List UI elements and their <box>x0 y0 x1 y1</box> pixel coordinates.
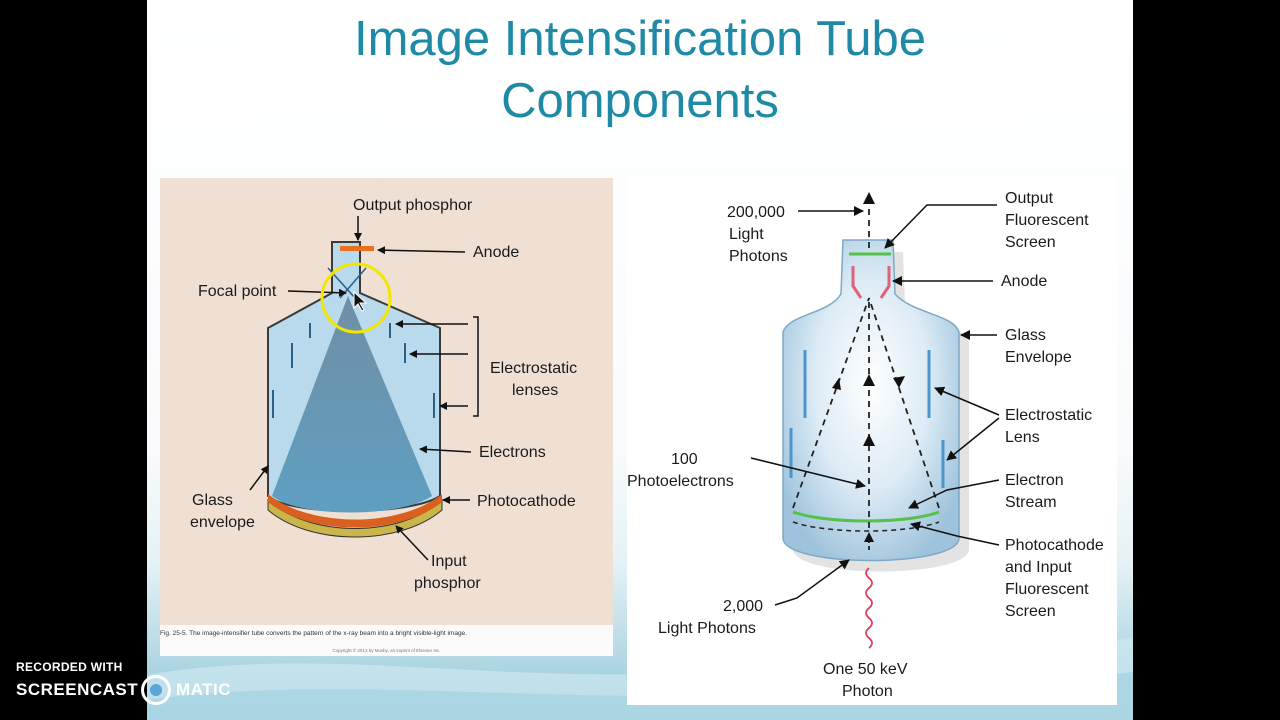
electron-beam-cone <box>272 296 432 513</box>
label-electrostatic-lens-2: Lens <box>1005 429 1040 446</box>
anode-shape <box>851 266 863 299</box>
label-electrostatic-lenses-2: lenses <box>512 382 558 399</box>
label-output-photons-2: Photons <box>729 248 788 265</box>
label-anode: Anode <box>473 244 519 261</box>
incident-photon <box>865 567 873 649</box>
watermark-recorded-with: RECORDED WITH <box>16 660 123 674</box>
glass-envelope-shape <box>782 239 960 562</box>
figure-caption: Fig. 25-5. The image-intensifier tube co… <box>160 630 467 637</box>
output-phosphor-bar <box>340 246 374 251</box>
label-photoelectrons-count: 100 <box>671 451 698 468</box>
left-diagram-panel: Output phosphor Anode Focal point Electr… <box>160 178 613 656</box>
label-photocathode-2: and Input <box>1005 559 1072 576</box>
label-photocathode-3: Fluorescent <box>1005 581 1089 598</box>
label-focal-point: Focal point <box>198 283 277 300</box>
label-electrostatic-lenses-1: Electrostatic <box>490 360 577 377</box>
label-input-photons-count: 2,000 <box>723 598 763 615</box>
label-glass-envelope-2: Envelope <box>1005 349 1072 366</box>
label-input-phosphor-2: phosphor <box>414 575 481 592</box>
label-output-photons-1: Light <box>729 226 764 243</box>
label-glass-envelope-1: Glass <box>1005 327 1046 344</box>
watermark-brand-part2: MATIC <box>176 680 232 699</box>
cursor-highlight-ring <box>320 262 392 334</box>
label-incident-photon-1: One 50 keV <box>823 661 908 678</box>
label-output-screen-1: Output <box>1005 190 1054 207</box>
label-photoelectrons: Photoelectrons <box>627 473 734 490</box>
label-anode: Anode <box>1001 273 1047 290</box>
label-electron-stream-2: Stream <box>1005 494 1057 511</box>
left-tube-diagram: Output phosphor Anode Focal point Electr… <box>190 197 577 592</box>
label-electrostatic-lens-1: Electrostatic <box>1005 407 1092 424</box>
caption-band <box>160 625 613 656</box>
label-photocathode-4: Screen <box>1005 603 1056 620</box>
slide-title: Image Intensification Tube Components <box>147 8 1133 132</box>
label-glass-envelope-2: envelope <box>190 514 255 531</box>
cursor-icon <box>353 290 368 312</box>
label-output-screen-2: Fluorescent <box>1005 212 1089 229</box>
label-input-phosphor-1: Input <box>431 553 467 570</box>
watermark-brand-part1: SCREENCAST <box>16 680 139 699</box>
screencast-logo-icon <box>141 675 171 705</box>
right-diagram-panel: 200,000 Light Photons Output Fluorescent… <box>627 178 1117 705</box>
label-electrons: Electrons <box>479 444 546 461</box>
label-electron-stream-1: Electron <box>1005 472 1064 489</box>
label-output-photons-count: 200,000 <box>727 204 785 221</box>
label-glass-envelope-1: Glass <box>192 492 233 509</box>
figure-copyright: Copyright © 2013 by Mosby, an imprint of… <box>332 648 441 653</box>
label-output-screen-3: Screen <box>1005 234 1056 251</box>
slide-title-line1: Image Intensification Tube <box>353 12 927 66</box>
label-output-phosphor: Output phosphor <box>353 197 473 214</box>
slide-title-line2: Components <box>501 74 779 128</box>
right-tube-diagram: 200,000 Light Photons Output Fluorescent… <box>627 190 1104 700</box>
photocathode-layer <box>268 494 442 528</box>
input-screen <box>792 510 940 523</box>
label-photocathode: Photocathode <box>477 493 576 510</box>
label-photocathode-1: Photocathode <box>1005 537 1104 554</box>
label-input-photons: Light Photons <box>658 620 756 637</box>
label-incident-photon-2: Photon <box>842 683 893 700</box>
